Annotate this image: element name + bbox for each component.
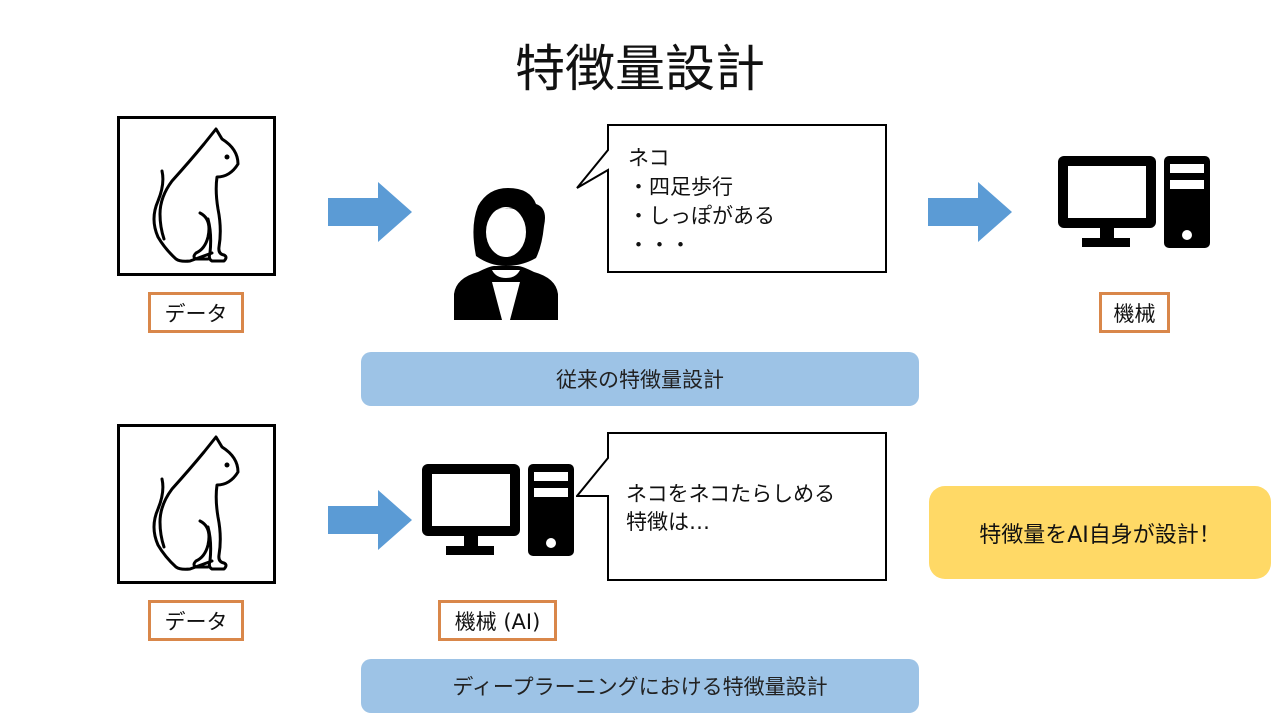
arrow-right-icon (328, 182, 412, 242)
data-label-text: データ (164, 301, 228, 326)
machine-label-text: 機械 (1113, 301, 1156, 326)
arrow-right-icon (928, 182, 1012, 242)
data-label: データ (148, 292, 244, 333)
bubble-shape (576, 124, 887, 273)
bubble-line: ・しっぽがある (628, 204, 775, 228)
data-label: データ (148, 600, 244, 641)
speech-bubble-machine: ネコをネコたらしめる 特徴は… (576, 432, 888, 582)
page-title: 特徴量設計 (515, 40, 765, 98)
data-label-text: データ (164, 609, 228, 634)
speech-bubble-human: ネコ ・四足歩行 ・しっぽがある ・・・ (576, 124, 888, 274)
data-image-frame (117, 116, 276, 276)
person-icon (454, 188, 558, 320)
bubble-line: ・・・ (628, 233, 691, 257)
bubble-line: ネコをネコたらしめる (626, 482, 836, 506)
bubble-shape (576, 432, 887, 581)
data-image-frame (117, 424, 276, 584)
machine-label: 機械 (1099, 292, 1170, 333)
computer-icon (422, 464, 574, 556)
callout-text: 特徴量をAI自身が設計！ (979, 522, 1221, 548)
ai-designs-features-callout: 特徴量をAI自身が設計！ (929, 486, 1271, 579)
traditional-banner-text: 従来の特徴量設計 (556, 368, 724, 392)
bubble-line: ネコ (628, 146, 670, 170)
arrow-right-icon (328, 490, 412, 550)
machine-ai-label-text: 機械 (AI) (454, 609, 541, 634)
bubble-line: 特徴は… (626, 510, 710, 534)
deep-learning-banner: ディープラーニングにおける特徴量設計 (361, 659, 919, 713)
cat-icon (152, 127, 240, 263)
computer-icon (1058, 156, 1210, 248)
bubble-line: ・四足歩行 (628, 175, 733, 199)
cat-icon (152, 435, 240, 571)
traditional-banner: 従来の特徴量設計 (361, 352, 919, 406)
machine-ai-label: 機械 (AI) (438, 600, 557, 641)
deep-learning-banner-text: ディープラーニングにおける特徴量設計 (452, 675, 828, 699)
